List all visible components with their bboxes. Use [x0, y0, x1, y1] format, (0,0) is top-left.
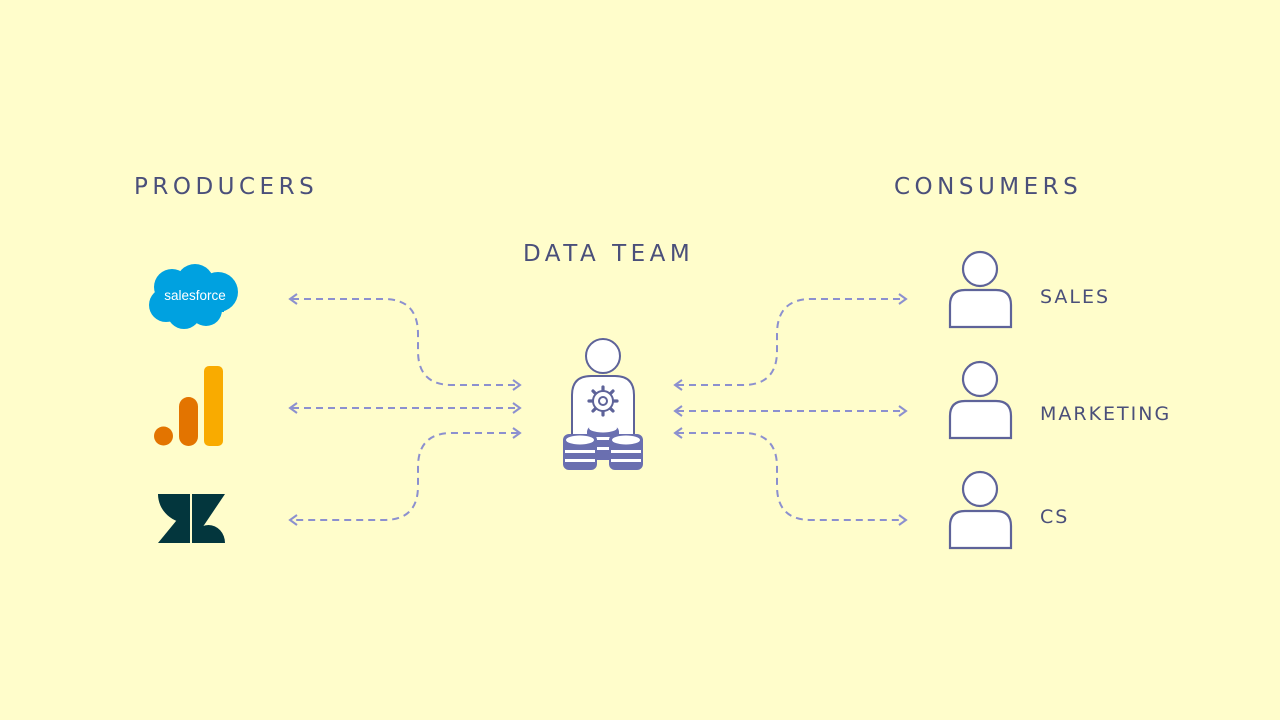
database-stack-icon	[563, 423, 643, 470]
salesforce-logo-text: salesforce	[164, 288, 226, 303]
person-icon-marketing	[948, 360, 1013, 440]
data-team-icon	[563, 338, 643, 470]
salesforce-logo: salesforce	[149, 264, 238, 329]
consumers-heading: CONSUMERS	[894, 174, 1083, 200]
person-icon-sales	[948, 250, 1013, 329]
consumer-label-cs: CS	[1040, 506, 1070, 528]
consumer-label-sales: SALES	[1040, 286, 1111, 308]
data-team-heading: DATA TEAM	[523, 241, 695, 267]
producer-connectors	[288, 293, 522, 526]
consumer-label-marketing: MARKETING	[1040, 403, 1172, 425]
gear-icon	[587, 385, 619, 417]
person-icon-cs	[948, 470, 1013, 550]
zendesk-logo	[157, 494, 225, 543]
consumer-connectors	[673, 293, 908, 526]
google-analytics-logo	[154, 366, 223, 446]
producers-heading: PRODUCERS	[134, 174, 319, 200]
